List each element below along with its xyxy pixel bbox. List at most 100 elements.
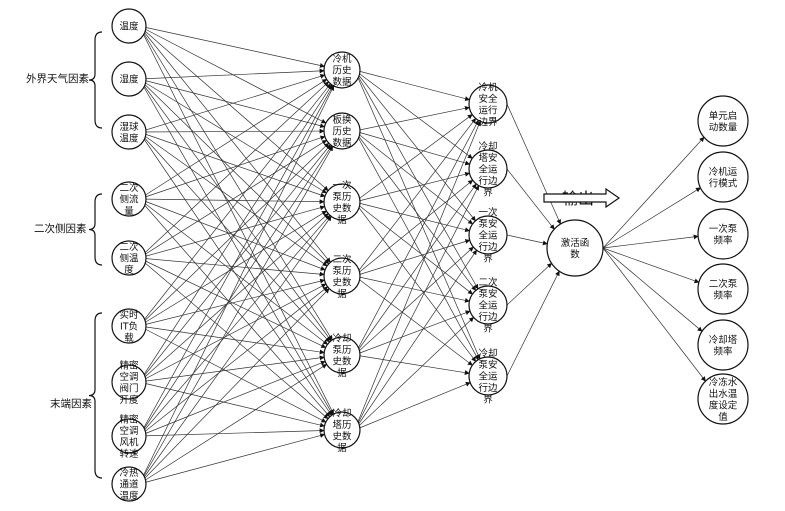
edge-layer2-to-layer3 (354, 105, 470, 132)
edge-layer3-to-activation (506, 168, 555, 230)
input-node-label-line: IT负 (120, 321, 138, 333)
edge-input-to-layer2 (138, 81, 329, 259)
input-node-label-line: 二次 (119, 182, 139, 194)
edge-input-to-layer2 (138, 131, 330, 343)
group-label: 外界天气因素 (26, 72, 89, 85)
input-node-label-line: 载 (124, 332, 134, 344)
edge-layer2-to-layer3 (354, 119, 479, 356)
input-node-label-line: 量 (124, 206, 134, 217)
edge-input-to-layer2 (139, 433, 326, 485)
edge-input-to-layer2 (139, 360, 326, 437)
safety-boundary-node-circle (468, 285, 508, 325)
safety-boundary-node-circle (468, 149, 508, 189)
output-node-label-line: 频率 (713, 345, 733, 357)
history-data-node-label-line: 冷却 (332, 407, 351, 419)
input-node-label-line: 实时 (119, 309, 139, 321)
history-data-node-label-line: 历史 (332, 65, 352, 77)
edge-layer2-to-layer3 (354, 130, 473, 225)
history-data-node-label-line: 数据 (332, 137, 352, 149)
edge-input-to-layer2 (138, 85, 335, 485)
output-node-circle (697, 319, 749, 371)
safety-boundary-node-label-line: 全运 (478, 371, 498, 383)
history-data-node-label-line: 史数 (332, 202, 352, 214)
input-node-label-line: 侧温 (119, 253, 139, 265)
edge-layer2-to-layer3 (354, 201, 473, 295)
connections (138, 25, 706, 485)
input-node-label-line: 风机 (119, 436, 139, 448)
output-node-label-line: 二次泵 (709, 278, 738, 290)
safety-boundary-node-circle (468, 356, 508, 396)
safety-boundary-node-label-line: 泵安 (478, 359, 497, 371)
history-data-node-label-line: 据 (337, 442, 347, 454)
input-node-label-line: 开度 (119, 394, 139, 406)
edge-layer2-to-layer3 (354, 179, 474, 277)
safety-boundary-node-label-line: 界 (483, 324, 493, 335)
output-node-label-line: 度设定 (709, 399, 738, 411)
edge-input-to-layer2 (138, 25, 329, 191)
edge-input-to-layer2 (138, 257, 329, 420)
output-node-circle (697, 95, 749, 147)
input-node-label-line: 转速 (119, 448, 139, 460)
edge-input-to-layer2 (138, 215, 332, 485)
edge-layer3-to-activation (506, 263, 552, 306)
input-node-label-line: 二次 (119, 241, 139, 253)
input-node-label-line: 湿度 (119, 74, 139, 86)
history-data-node-label-line: 数据 (332, 76, 352, 88)
safety-boundary-node-label-line: 泵安 (478, 218, 497, 230)
output-node-label-line: 冷机运 (709, 166, 738, 178)
output-node-label-line: 单元启 (709, 110, 738, 122)
activation-function-node-label-line: 激活函 (561, 237, 590, 249)
history-data-node-label-line: 史数 (332, 276, 352, 288)
edge-layer2-to-layer3 (354, 130, 471, 166)
edge-input-to-layer2 (139, 198, 325, 205)
edge-input-to-layer2 (139, 210, 327, 327)
edge-input-to-layer2 (139, 198, 326, 271)
safety-boundary-node-label-line: 一次 (478, 207, 498, 219)
edge-layer2-to-layer3 (354, 185, 480, 431)
safety-boundary-node-label-line: 行边 (478, 241, 498, 253)
input-node-label-line: 侧流 (119, 194, 139, 206)
safety-boundary-node-label-line: 界 (483, 188, 493, 199)
group-label: 二次侧因素 (34, 222, 87, 235)
safety-boundary-node-label-line: 冷机 (478, 81, 498, 93)
history-data-node-label-line: 史数 (332, 430, 352, 442)
edge-layer3-to-activation (506, 270, 560, 377)
edge-layer2-to-layer3 (354, 201, 470, 233)
edge-input-to-layer2 (138, 78, 330, 265)
output-arrow-icon (543, 187, 621, 209)
safety-boundary-node-label-line: 运行 (478, 104, 498, 116)
input-node: 温度 (111, 8, 147, 44)
input-node-label-line: 空调 (119, 425, 138, 437)
edge-input-to-layer2 (139, 79, 328, 200)
edge-input-to-layer2 (139, 73, 326, 133)
edge-input-to-layer2 (138, 25, 333, 341)
output-node-label-line: 频率 (713, 234, 733, 246)
input-node-label-line: 温度 (119, 132, 139, 144)
safety-boundary-node-label-line: 全运 (478, 164, 498, 176)
edge-layer3-to-activation (506, 103, 561, 225)
edge-input-to-layer2 (138, 83, 331, 327)
input-node-label-line: 温度 (119, 21, 139, 33)
history-data-node-circle (323, 112, 361, 150)
edge-input-to-layer2 (138, 213, 329, 383)
edge-layer2-to-layer3 (354, 381, 471, 431)
edge-layer2-to-layer3 (354, 275, 473, 366)
edge-activation-to-output (602, 247, 703, 332)
history-data-node-label-line: 泵历 (332, 266, 351, 277)
output-node-label-line: 冷冻水 (709, 376, 738, 388)
safety-boundary-node-label-line: 边界 (478, 117, 498, 128)
output-node-circle (697, 263, 749, 315)
activation-function-node-circle (546, 219, 604, 277)
safety-boundary-node-label-line: 全运 (478, 230, 498, 242)
output-node-label-line: 冷却塔 (709, 334, 738, 346)
group-brace (88, 193, 103, 266)
